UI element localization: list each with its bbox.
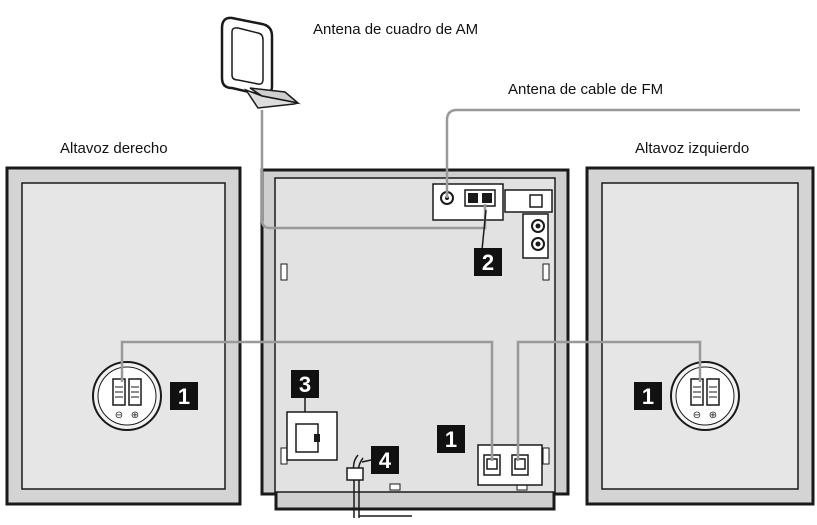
svg-text:4: 4 — [379, 448, 392, 473]
antenna-terminal-panel — [432, 183, 504, 221]
svg-text:3: 3 — [299, 372, 311, 397]
callout-2-antenna: 2 — [474, 209, 502, 276]
left-speaker-terminal: ⊖ ⊕ — [670, 361, 740, 431]
unit-component-3 — [286, 411, 338, 461]
right-speaker-terminal: ⊖ ⊕ — [92, 361, 162, 431]
left-speaker: ⊖ ⊕ — [585, 166, 815, 506]
power-cord — [346, 454, 412, 518]
callout-1-unit: 1 — [437, 425, 465, 453]
callout-3: 3 — [291, 370, 319, 412]
svg-text:1: 1 — [642, 384, 654, 409]
right-speaker-label: Altavoz derecho — [60, 140, 168, 157]
callout-1-left-speaker: 1 — [634, 382, 662, 410]
main-unit — [260, 168, 570, 511]
plus-mark: ⊕ — [131, 410, 139, 421]
unit-speaker-terminals — [477, 444, 543, 486]
minus-mark: ⊖ — [115, 410, 123, 421]
svg-text:1: 1 — [178, 384, 190, 409]
fm-antenna-label: Antena de cable de FM — [508, 81, 664, 98]
left-speaker-label: Altavoz izquierdo — [635, 140, 750, 157]
right-speaker: ⊖ ⊕ — [5, 166, 242, 506]
aux-jack-panel — [504, 189, 553, 259]
minus-mark: ⊖ — [693, 410, 701, 421]
svg-text:1: 1 — [445, 427, 457, 452]
fm-antenna-wire — [445, 108, 800, 198]
callout-1-right-speaker: 1 — [170, 382, 198, 410]
am-antenna-label: Antena de cuadro de AM — [313, 21, 479, 38]
callout-4: 4 — [361, 446, 399, 474]
svg-text:2: 2 — [482, 250, 494, 275]
speaker-cables — [120, 340, 702, 461]
am-antenna-wire — [260, 110, 487, 230]
plus-mark: ⊕ — [709, 410, 717, 421]
am-loop-antenna — [220, 16, 301, 109]
